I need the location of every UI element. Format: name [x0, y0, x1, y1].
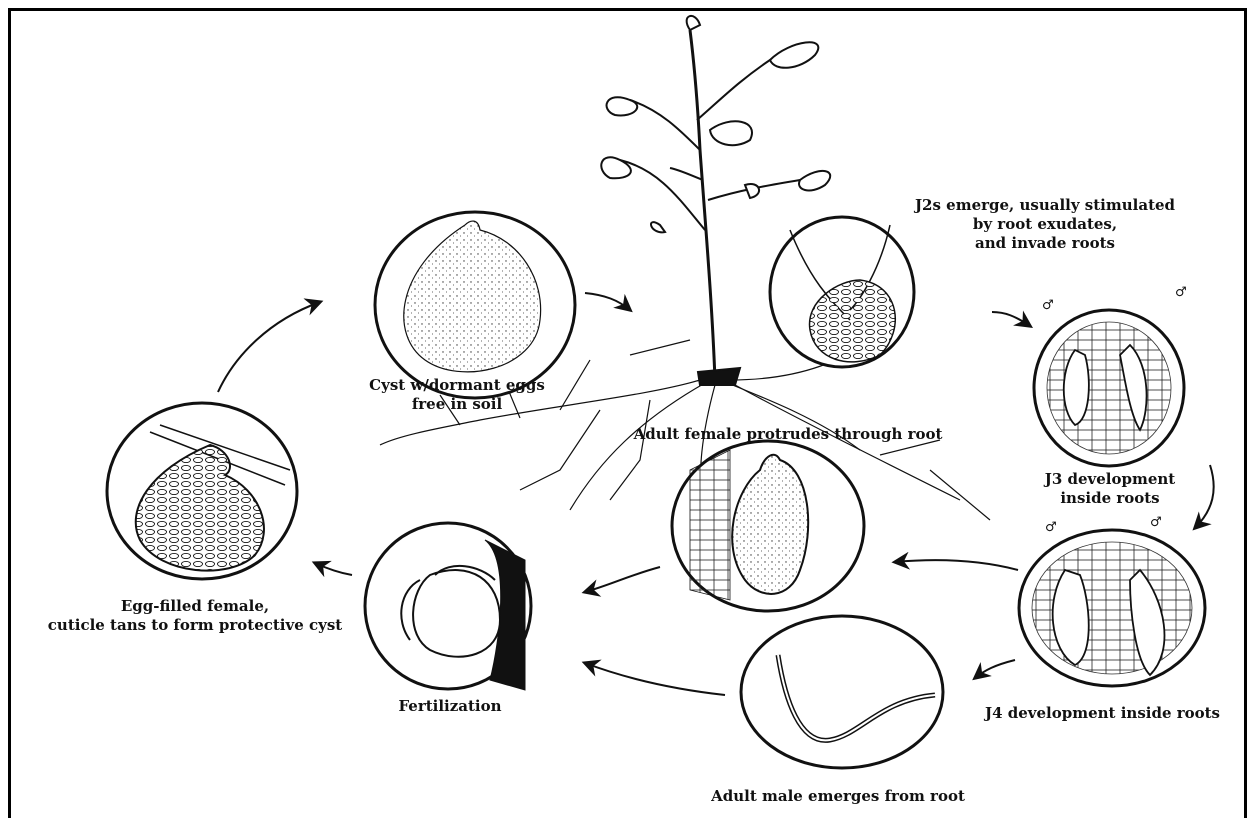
plant-leaf	[770, 42, 818, 68]
arrow-j2-to-j3	[992, 312, 1030, 326]
arrow-female-to-fertilization	[585, 567, 660, 592]
arrow-j3-to-j4	[1195, 465, 1214, 528]
label-adult-female: Adult female protrudes through root	[593, 425, 983, 444]
label-fertilization: Fertilization	[385, 697, 515, 716]
plant-leaf	[651, 222, 665, 232]
arrow-cyst-to-plant	[585, 293, 630, 310]
arrow-j4-to-male	[975, 660, 1015, 678]
label-j2-invasion: J2s emerge, usually stimulated by root e…	[880, 196, 1210, 253]
label-j4: J4 development inside roots	[960, 704, 1245, 723]
label-j3: J3 development inside roots	[1030, 470, 1190, 508]
stage-fertilization	[365, 523, 531, 690]
plant-leaf	[601, 157, 631, 178]
label-cyst: Cyst w/dormant eggs free in soil	[352, 376, 562, 414]
label-egg-filled-female: Egg-filled female, cuticle tans to form …	[45, 597, 345, 635]
plant-leaf	[687, 16, 700, 30]
plant-leaf	[799, 171, 830, 191]
root-crown	[698, 368, 740, 385]
arrow-egg-filled-to-cyst	[218, 302, 320, 392]
male-symbol: ♂	[1045, 520, 1057, 535]
arrow-fertilization-to-egg-filled	[315, 563, 352, 575]
plant-leaf	[710, 121, 752, 145]
plant-stem	[690, 30, 715, 380]
stage-cyst	[375, 212, 575, 398]
stage-j3	[1034, 310, 1184, 466]
plant-leaf	[607, 97, 638, 115]
label-adult-male: Adult male emerges from root	[683, 787, 993, 806]
stage-adult-female	[672, 441, 864, 611]
male-symbol: ♂	[1042, 298, 1054, 313]
stage-j4	[1019, 530, 1205, 686]
arrow-j4-to-female	[895, 560, 1018, 570]
stage-adult-male	[741, 616, 943, 768]
arrow-male-to-fertilization	[585, 663, 725, 695]
stage-egg-filled-female	[107, 403, 297, 579]
male-symbol: ♂	[1175, 285, 1187, 300]
male-symbol: ♂	[1150, 515, 1162, 530]
plant-leaf	[745, 184, 759, 198]
